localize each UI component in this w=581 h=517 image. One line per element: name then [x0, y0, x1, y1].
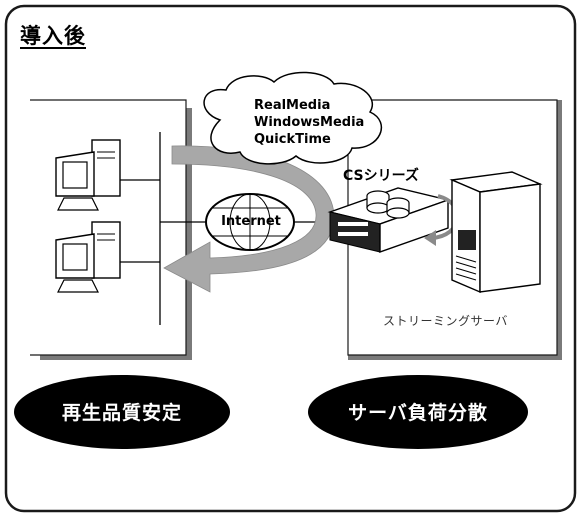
cs-series-appliance-icon	[327, 187, 451, 253]
media-item: QuickTime	[254, 132, 331, 147]
benefit-label-left: 再生品質安定	[61, 402, 182, 424]
benefit-pill-right	[308, 375, 528, 449]
media-item: WindowsMedia	[254, 115, 365, 130]
page-title: 導入後	[20, 24, 86, 48]
client-pc-bottom-icon	[55, 221, 121, 293]
streaming-server-label: ストリーミングサーバ	[383, 314, 508, 328]
media-item: RealMedia	[254, 98, 331, 113]
right-panel-border	[347, 99, 558, 356]
streaming-server-icon	[449, 171, 543, 294]
cs-series-label: CSシリーズ	[343, 168, 419, 184]
media-cloud	[203, 71, 382, 165]
media-list: RealMedia WindowsMedia QuickTime	[254, 97, 364, 148]
cache-cycle-arrowhead	[424, 230, 436, 246]
left-panel-border	[30, 99, 187, 356]
stream-flow-arrow	[163, 145, 335, 293]
benefit-label-right: サーバ負荷分散	[348, 402, 488, 424]
internet-label: Internet	[221, 214, 281, 229]
internet-globe-icon	[205, 193, 295, 251]
client-pc-top-icon	[55, 139, 121, 211]
benefit-pill-left	[14, 375, 230, 449]
